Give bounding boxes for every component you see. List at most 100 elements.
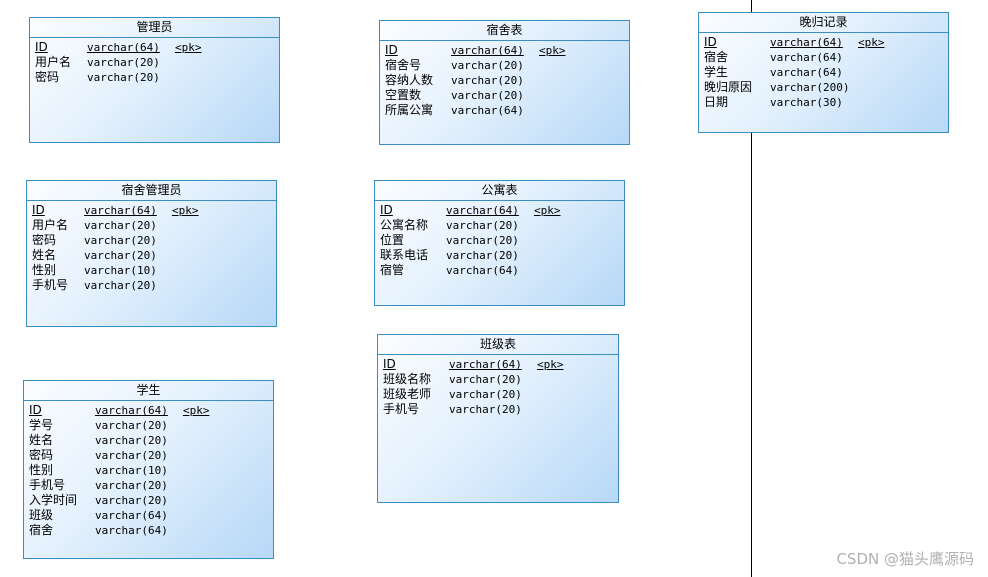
column-name: 宿舍	[29, 523, 54, 537]
entity-title: 公寓表	[375, 181, 624, 201]
column-name: ID	[383, 357, 396, 371]
column-type: varchar(20)	[95, 419, 168, 432]
column-name: ID	[704, 35, 717, 49]
column-name: 姓名	[32, 248, 57, 262]
column-name: 日期	[704, 95, 729, 109]
column-type: varchar(64)	[95, 509, 168, 522]
primary-key-marker: <pk>	[183, 404, 210, 417]
column-row[interactable]: 宿管 varchar(64)	[380, 263, 624, 278]
column-row[interactable]: 联系电话 varchar(20)	[380, 248, 624, 263]
column-type: varchar(20)	[449, 388, 522, 401]
column-row[interactable]: 用户名 varchar(20)	[35, 55, 279, 70]
column-name: 所属公寓	[385, 103, 434, 117]
column-type: varchar(64)	[95, 404, 168, 417]
column-row[interactable]: 班级 varchar(64)	[29, 508, 273, 523]
column-type: varchar(20)	[95, 449, 168, 462]
column-type: varchar(64)	[446, 264, 519, 277]
column-row[interactable]: 密码 varchar(20)	[29, 448, 273, 463]
column-name: 用户名	[32, 218, 69, 232]
column-name: ID	[32, 203, 45, 217]
column-type: varchar(20)	[84, 234, 157, 247]
primary-key-marker: <pk>	[858, 36, 885, 49]
column-type: varchar(20)	[446, 219, 519, 232]
column-name: 班级	[29, 508, 54, 522]
column-row[interactable]: 班级老师 varchar(20)	[383, 387, 618, 402]
column-row[interactable]: 容纳人数 varchar(20)	[385, 73, 629, 88]
column-type: varchar(64)	[770, 36, 843, 49]
column-name: 宿舍号	[385, 58, 422, 72]
column-type: varchar(20)	[95, 479, 168, 492]
column-name: 班级名称	[383, 372, 432, 386]
column-name: 密码	[29, 448, 54, 462]
column-name: 公寓名称	[380, 218, 429, 232]
column-type: varchar(20)	[87, 71, 160, 84]
primary-key-marker: <pk>	[539, 44, 566, 57]
column-name: 班级老师	[383, 387, 432, 401]
column-type: varchar(64)	[87, 41, 160, 54]
column-type: varchar(64)	[449, 358, 522, 371]
column-name: 晚归原因	[704, 80, 753, 94]
column-type: varchar(64)	[84, 204, 157, 217]
column-name: 联系电话	[380, 248, 429, 262]
column-row[interactable]: 公寓名称 varchar(20)	[380, 218, 624, 233]
column-name: 容纳人数	[385, 73, 434, 87]
column-name: 宿管	[380, 263, 405, 277]
column-type: varchar(20)	[451, 74, 524, 87]
column-name: 用户名	[35, 55, 72, 69]
column-type: varchar(20)	[446, 249, 519, 262]
column-type: varchar(20)	[87, 56, 160, 69]
column-name: 手机号	[32, 278, 69, 292]
primary-key-marker: <pk>	[175, 41, 202, 54]
column-name: 位置	[380, 233, 405, 247]
column-type: varchar(20)	[449, 403, 522, 416]
column-name: 入学时间	[29, 493, 78, 507]
column-row[interactable]: ID varchar(64) <pk>	[704, 35, 948, 50]
entity-title: 宿舍表	[380, 21, 629, 41]
column-name: 性别	[29, 463, 54, 477]
column-name: ID	[385, 43, 398, 57]
entity-title: 宿舍管理员	[27, 181, 276, 201]
column-name: 性别	[32, 263, 57, 277]
column-name: ID	[380, 203, 393, 217]
column-type: varchar(64)	[770, 51, 843, 64]
